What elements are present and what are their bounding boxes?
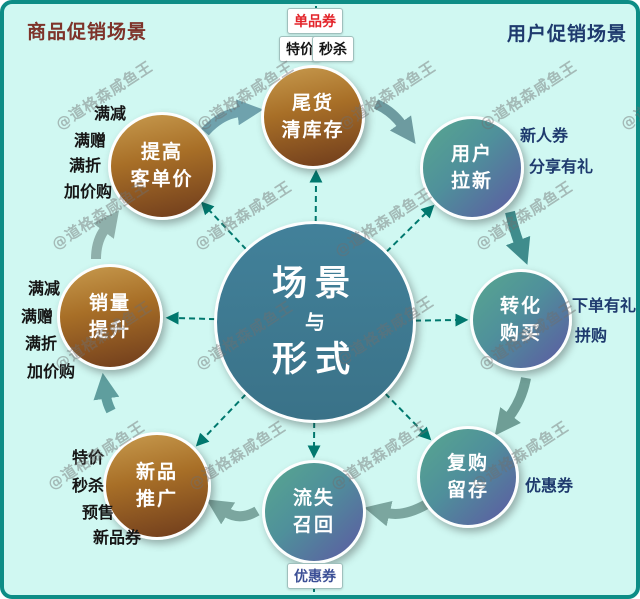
label-tejia: 特价 [71, 448, 105, 467]
label-manjian: 满减 [27, 279, 61, 298]
label-jiajiagou: 加价购 [26, 362, 76, 381]
label-manzeng: 满赠 [73, 131, 107, 150]
label-manzhe: 满折 [68, 156, 102, 175]
node-tail-goods-clearance: 尾货 清库存 [261, 65, 365, 169]
label-fenxiangyouli: 分享有礼 [528, 157, 594, 176]
coupon-tag: 优惠券 [287, 563, 343, 589]
user-promotion-scene-title: 用户促销场景 [507, 23, 628, 45]
label-youhuiquan: 优惠券 [524, 476, 574, 495]
single-item-coupon-tag: 单品券 [287, 8, 343, 34]
product-promotion-scene-title: 商品促销场景 [27, 21, 148, 43]
center-node-line3: 形式 [271, 340, 358, 380]
center-node-line1: 场景 [271, 264, 358, 304]
node-label: 购买 [499, 322, 542, 344]
label-miaosha: 秒杀 [71, 476, 105, 495]
node-label: 留存 [446, 479, 489, 501]
node-raise-aov: 提高 客单价 [108, 112, 216, 220]
label-pingou: 拼购 [574, 326, 608, 345]
node-label: 召回 [292, 514, 335, 536]
node-label: 拉新 [450, 170, 493, 192]
node-repurchase-retention: 复购 留存 [417, 426, 519, 528]
node-user-acquisition: 用户 拉新 [420, 116, 524, 220]
node-label: 流失 [292, 487, 335, 509]
label-xinrenquan: 新人券 [519, 126, 569, 145]
node-scene-and-form: 场景 与 形式 [214, 221, 416, 423]
label-jiajiagou: 加价购 [63, 182, 113, 201]
label-manzeng: 满赠 [20, 307, 54, 326]
node-label: 复购 [446, 452, 489, 474]
node-churn-recall: 流失 召回 [262, 460, 366, 564]
node-label: 提高 [140, 141, 183, 163]
node-label: 尾货 [291, 92, 334, 114]
node-label: 提升 [88, 319, 131, 341]
node-label: 用户 [450, 143, 493, 165]
label-manjian: 满减 [93, 104, 127, 123]
node-label: 新品 [135, 461, 178, 483]
node-label: 清库存 [281, 119, 345, 141]
node-label: 销量 [88, 292, 131, 314]
flash-sale-tag: 秒杀 [312, 36, 354, 62]
node-label: 推广 [135, 488, 178, 510]
node-sales-boost: 销量 提升 [57, 264, 163, 370]
label-xinpinquan: 新品券 [92, 528, 142, 547]
label-yushou: 预售 [81, 503, 115, 522]
center-node-line2: 与 [305, 310, 325, 334]
node-label: 转化 [499, 295, 542, 317]
node-conversion-purchase: 转化 购买 [470, 269, 572, 371]
node-label: 客单价 [130, 168, 194, 190]
label-manzhe: 满折 [24, 334, 58, 353]
label-xiadanyouli: 下单有礼 [571, 296, 637, 315]
node-new-product-promotion: 新品 推广 [103, 432, 211, 540]
